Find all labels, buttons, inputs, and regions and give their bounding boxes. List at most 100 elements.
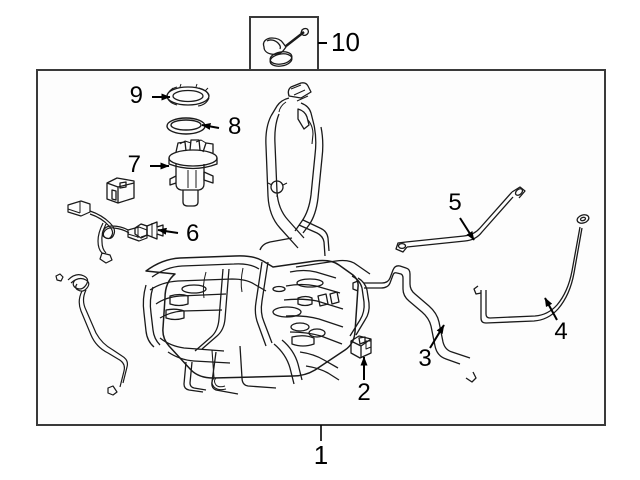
lock-ring-notches	[169, 83, 209, 92]
callout-label-8: 8	[228, 113, 241, 140]
tank-left-wall	[142, 284, 155, 348]
vent-tube-end-top	[55, 273, 64, 282]
tool-head	[262, 37, 287, 56]
lock-ring-tool-icon	[262, 27, 310, 67]
fuel-filler-neck	[259, 82, 330, 257]
filler-lower-arm	[298, 224, 326, 257]
tank-lower-crease-4	[281, 339, 303, 381]
callout-label-4: 4	[554, 318, 567, 345]
callout-label-5: 5	[448, 189, 461, 216]
tank-pad-3	[329, 291, 340, 305]
callout-4-leader	[544, 297, 558, 321]
wiring-harness	[67, 200, 148, 264]
grommet-top-face	[358, 336, 366, 345]
clip-tab	[119, 181, 127, 189]
tank-oval-recess-3	[272, 306, 302, 318]
tank-mid-crease	[254, 261, 267, 347]
main-frame-border	[36, 69, 606, 426]
strap-4-inner	[485, 226, 581, 319]
tank-rib-1	[149, 278, 267, 292]
strap-5-eyelet-top	[514, 188, 524, 196]
tank-right-rib-3	[283, 298, 344, 310]
callout-8-leader	[201, 123, 220, 130]
strap-4-outer	[480, 227, 583, 324]
tank-left-wall-2	[149, 286, 161, 346]
tank-lower-right-rib-2	[305, 365, 340, 381]
strap-5-inner	[406, 196, 514, 248]
tank-clip-grommet	[350, 335, 372, 359]
vent-tube-run-2	[82, 289, 129, 384]
callout-label-6: 6	[186, 220, 199, 247]
tank-pad-5	[169, 293, 189, 307]
filler-clamp	[278, 101, 287, 113]
inset-box-item-10	[249, 16, 327, 74]
pump-side-port-left	[169, 175, 177, 186]
pump-lower-body	[182, 190, 199, 207]
tank-drain-hook	[211, 377, 227, 391]
tank-lower-right-rib	[299, 351, 339, 369]
tank-top-edge	[151, 259, 371, 278]
callout-label-1: 1	[314, 440, 328, 470]
vent-tube-end-bottom	[107, 385, 118, 396]
tank-lower-step-2	[189, 361, 207, 391]
tank-pad-6	[165, 308, 185, 321]
grommet-body	[350, 335, 372, 359]
tank-mounting-strap-right	[473, 214, 590, 324]
tank-outline	[145, 255, 359, 379]
tank-line-b	[240, 267, 244, 293]
filler-pipe-right-outer	[294, 124, 317, 232]
filler-lower-left	[259, 237, 293, 251]
filler-vent-tube	[307, 119, 314, 145]
tank-pad-4	[291, 335, 315, 347]
vent-tube-run	[78, 290, 125, 388]
pump-top-boss-3	[202, 142, 214, 153]
sensor-ribs	[151, 223, 158, 237]
tank-lower-step	[183, 361, 204, 393]
callout-label-3: 3	[418, 345, 431, 372]
harness-branch	[97, 222, 104, 254]
callout-label-10: 10	[331, 27, 360, 57]
filler-cap-neck	[287, 82, 312, 99]
o-ring-inner	[170, 119, 202, 131]
tank-lower-rib-2	[167, 351, 231, 364]
harness-bracket-clip	[106, 177, 135, 204]
filler-pipe-right-inner	[302, 126, 324, 234]
filler-mount-tabs	[267, 182, 288, 197]
tank-drain-hook-2	[214, 377, 226, 388]
fuel-pump-lock-ring	[166, 83, 210, 107]
strap-5-eyelet-bottom	[397, 242, 407, 250]
filler-bracket	[297, 108, 310, 130]
fuel-tank-sensor-valve	[134, 221, 164, 240]
pump-top-boss-2	[189, 139, 201, 151]
harness-connector-1-detail	[67, 201, 81, 214]
tank-oval-recess-6	[272, 285, 286, 293]
callout-5-leader	[459, 217, 475, 241]
filler-pipe-left-inner	[274, 113, 305, 239]
tool-head-inner	[266, 39, 282, 50]
filler-pipe-left-outer	[265, 115, 299, 249]
tank-right-wall	[349, 275, 365, 337]
tank-lower-crease-3	[273, 343, 295, 385]
lock-ring-inner	[172, 89, 204, 103]
tank-oval-recess-4	[290, 322, 310, 332]
clip-slot	[111, 189, 117, 201]
filler-neck-rings	[290, 84, 309, 102]
sensor-edge	[140, 223, 148, 238]
callout-6-leader	[157, 227, 179, 235]
tank-lower-rib-1	[159, 337, 225, 352]
strap-4-eyelet-top-hole	[579, 216, 587, 222]
tool-handle	[285, 31, 305, 47]
filler-lower-arm-2	[302, 219, 330, 252]
sensor-body	[146, 221, 164, 240]
tank-pad-2	[317, 293, 329, 307]
tank-oval-recess-1	[181, 284, 207, 294]
filler-neck-bend-right	[300, 102, 315, 126]
vent-tube-loop	[67, 274, 89, 290]
vent-line-tube-left	[55, 273, 129, 396]
tank-oval-recess-5	[308, 328, 326, 338]
vent-tube-loop-2	[70, 277, 90, 292]
strap-4-end-bottom	[473, 285, 482, 295]
tank-drain-stem	[211, 349, 215, 379]
